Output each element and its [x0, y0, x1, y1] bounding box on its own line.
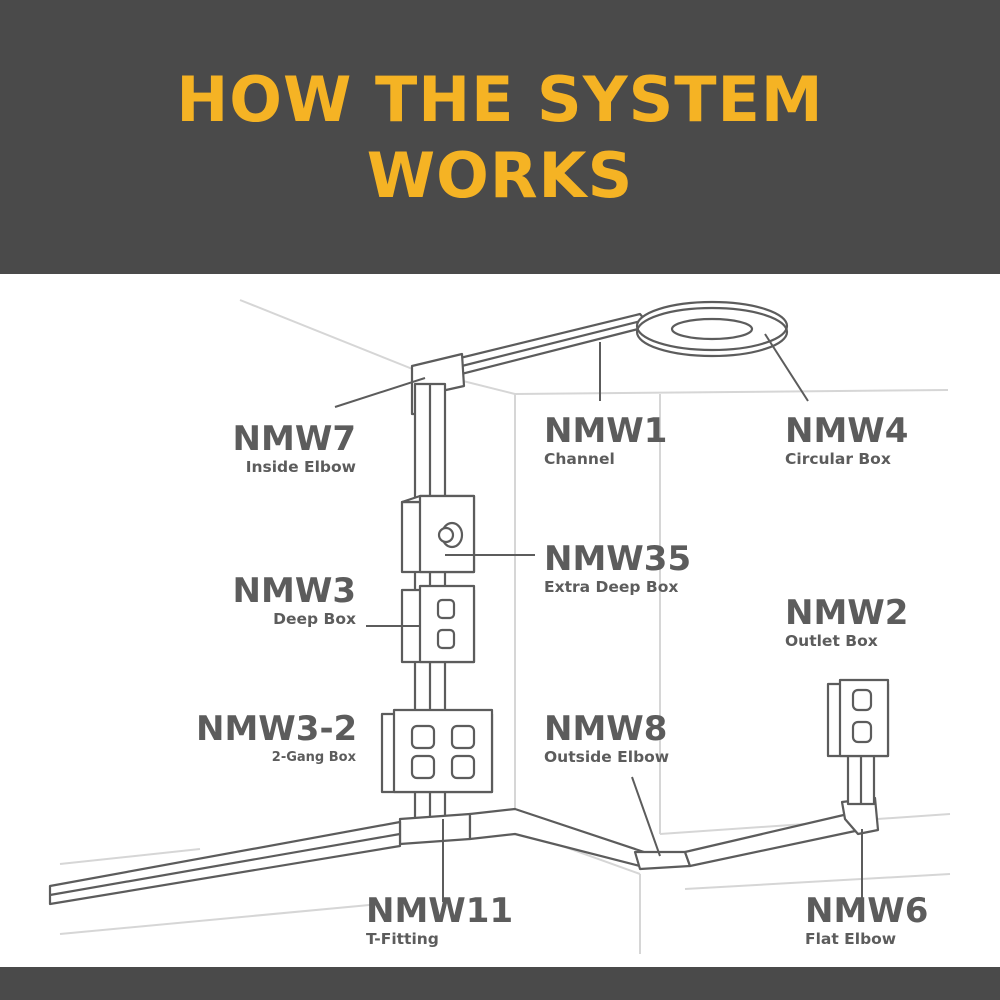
raceway-system — [48, 300, 890, 906]
label-nmw7: NMW7 Inside Elbow — [222, 420, 356, 477]
footer-band — [0, 967, 1000, 1000]
left-floor-channel — [48, 820, 402, 906]
leader-lines — [334, 333, 863, 902]
part-code: NMW35 — [544, 539, 692, 579]
label-nmw35: NMW35 Extra Deep Box — [544, 540, 691, 597]
floor-channel-to-corner — [468, 807, 652, 868]
part-name: Extra Deep Box — [544, 578, 679, 596]
part-code: NMW6 — [805, 891, 929, 931]
title-line-1: HOW THE SYSTEM — [176, 63, 824, 136]
part-code: NMW1 — [544, 411, 668, 451]
part-name: Inside Elbow — [245, 458, 356, 476]
part-code: NMW3 — [232, 571, 356, 611]
part-code: NMW8 — [544, 709, 668, 749]
header-banner: HOW THE SYSTEM WORKS — [0, 0, 1000, 274]
part-name: Outside Elbow — [544, 748, 670, 766]
part-name: Deep Box — [273, 610, 356, 628]
right-floor-channel — [683, 812, 862, 868]
part-code: NMW11 — [366, 891, 514, 931]
part-name: T-Fitting — [366, 930, 439, 948]
label-nmw3: NMW3 Deep Box — [222, 572, 356, 629]
part-name: Outlet Box — [785, 632, 878, 650]
outside-elbow — [633, 850, 692, 871]
part-name: Flat Elbow — [805, 930, 897, 948]
part-name: Circular Box — [785, 450, 891, 468]
part-code: NMW7 — [232, 419, 356, 459]
part-name: 2-Gang Box — [271, 750, 356, 765]
part-code: NMW2 — [785, 593, 909, 633]
part-name: Channel — [544, 450, 615, 468]
label-nmw11: NMW11 T-Fitting — [366, 892, 513, 949]
label-nmw4: NMW4 Circular Box — [785, 412, 908, 469]
label-nmw2: NMW2 Outlet Box — [785, 594, 908, 651]
t-fitting — [398, 812, 472, 846]
label-nmw3-2: NMW3-2 2-Gang Box — [196, 709, 358, 767]
part-code: NMW3-2 — [196, 709, 358, 749]
page-title: HOW THE SYSTEM WORKS — [0, 62, 1000, 214]
label-nmw8: NMW8 Outside Elbow — [544, 710, 669, 767]
room-background-lines — [59, 299, 951, 954]
part-code: NMW4 — [785, 411, 909, 451]
wiring-diagram — [48, 299, 951, 954]
label-nmw6: NMW6 Flat Elbow — [805, 892, 928, 949]
title-line-2: WORKS — [366, 139, 634, 212]
label-nmw1: NMW1 Channel — [544, 412, 667, 469]
